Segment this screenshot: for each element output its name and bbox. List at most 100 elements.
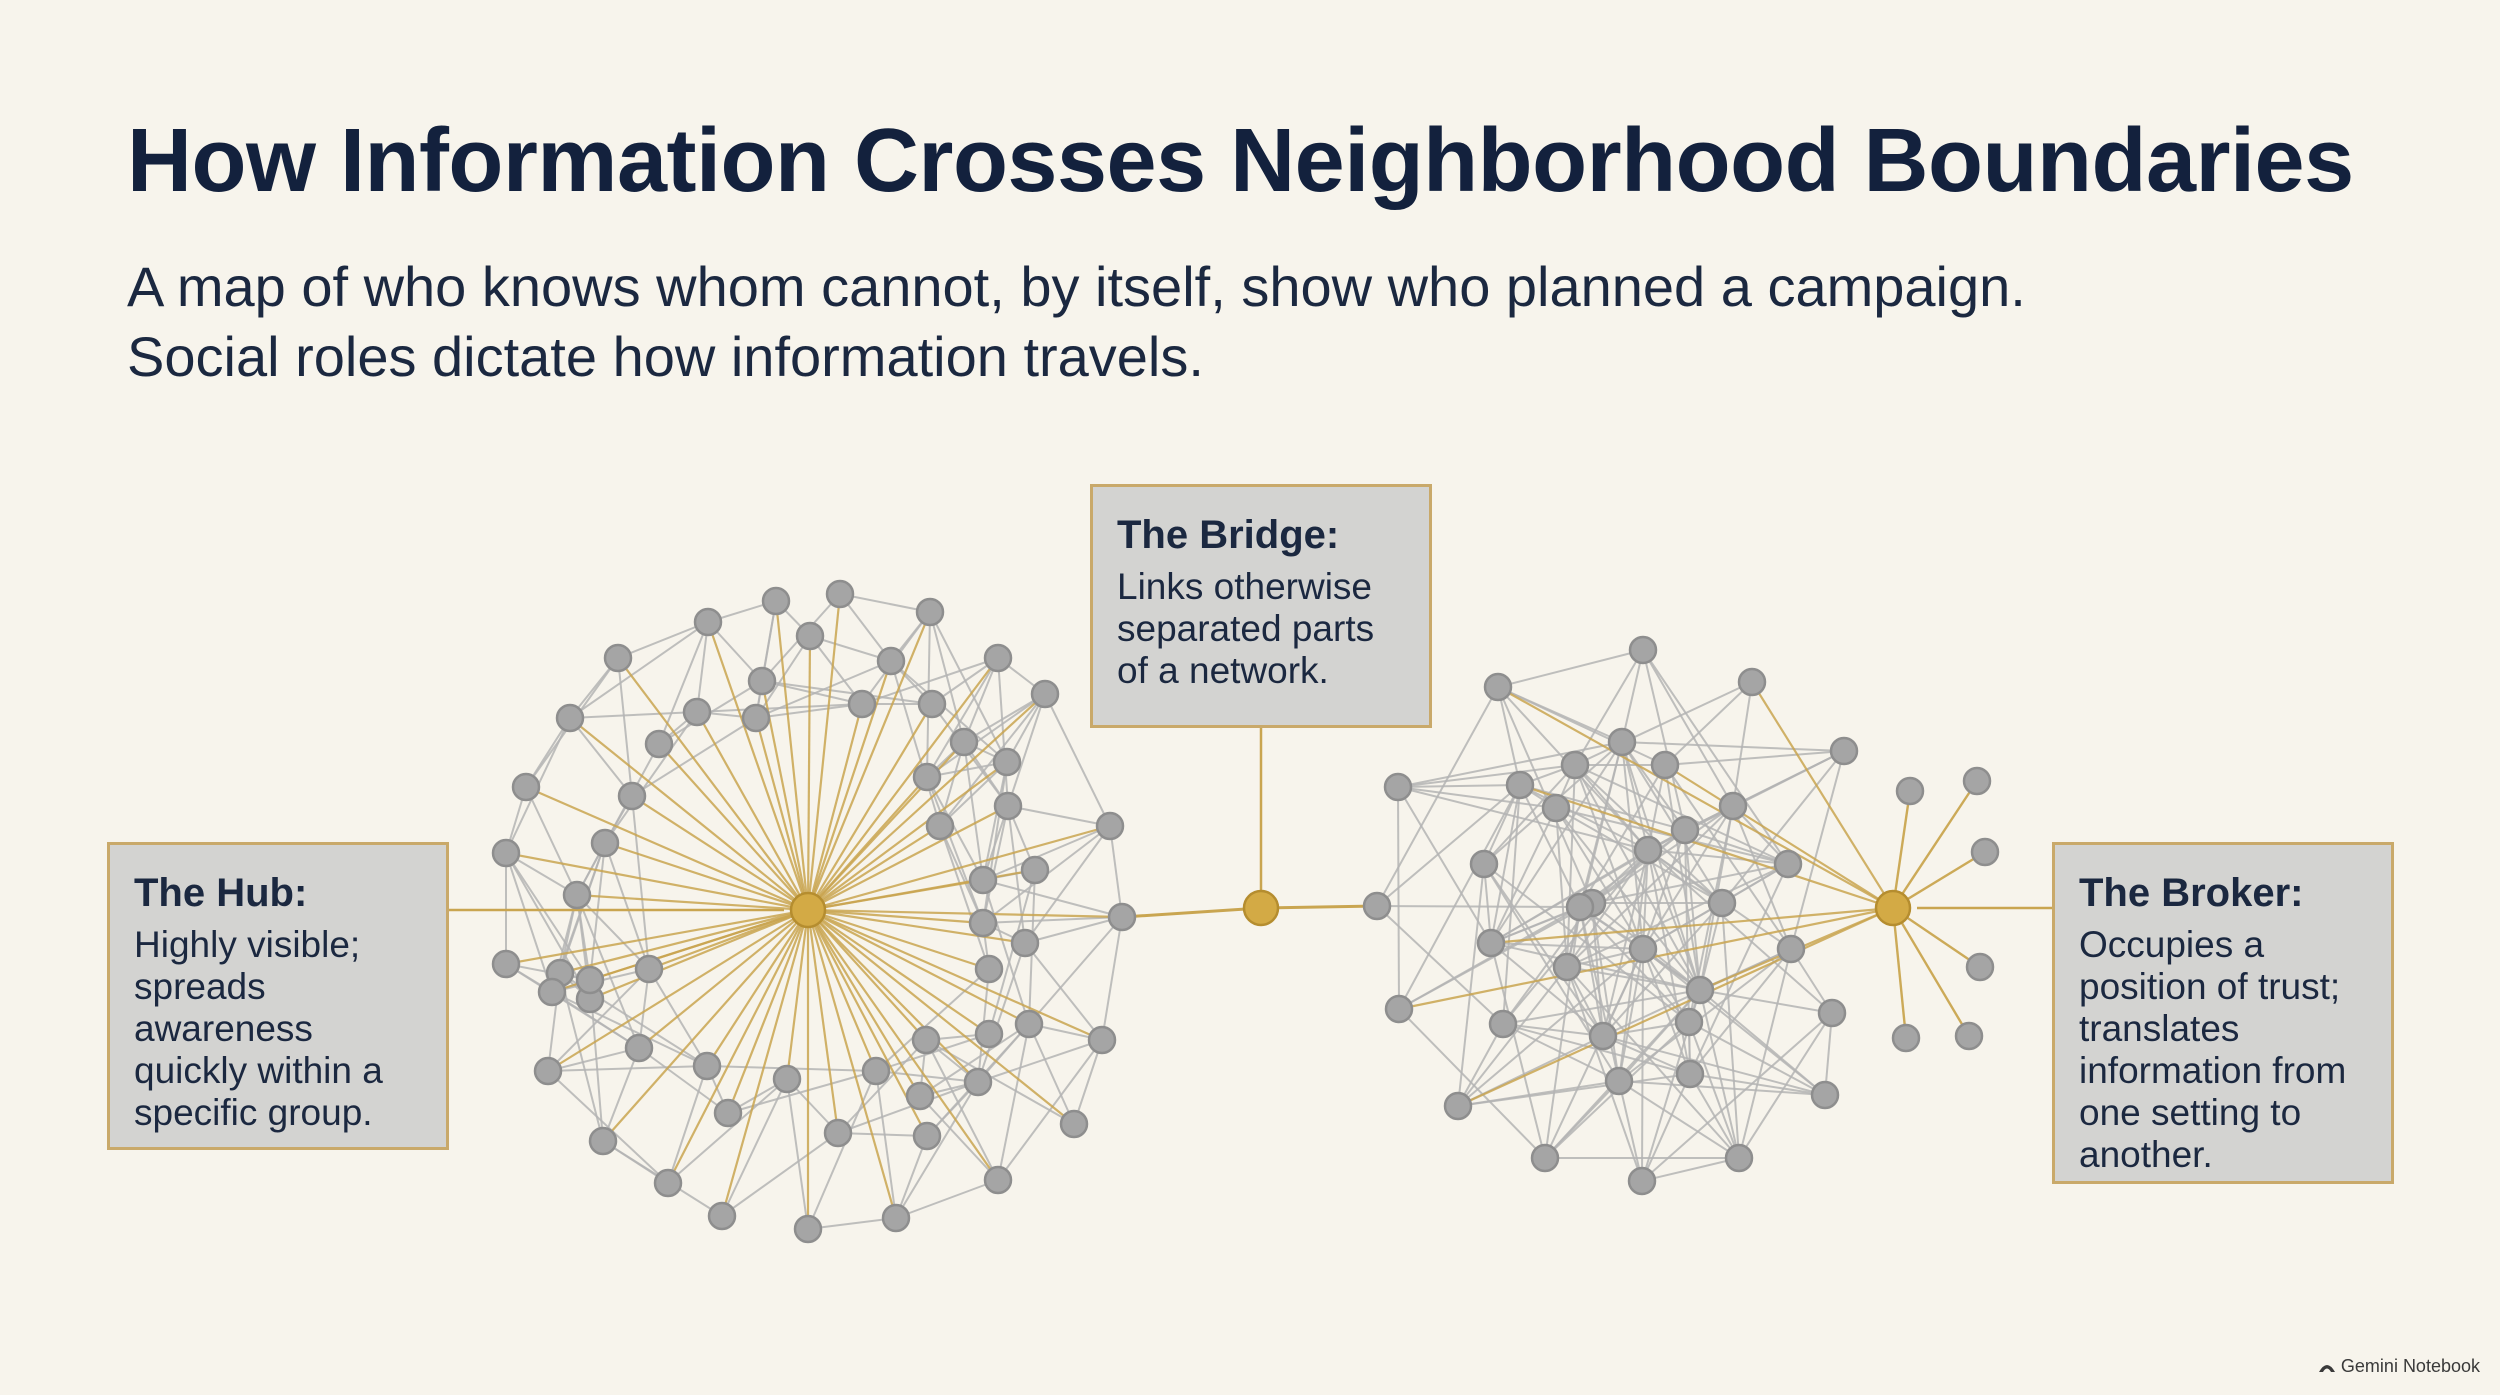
hub-edge <box>658 743 809 911</box>
network-node <box>1010 928 1040 958</box>
network-edge <box>1101 916 1123 1041</box>
network-edge <box>1689 863 1789 1075</box>
broker-edge <box>1891 907 1971 1037</box>
network-node <box>692 1051 722 1081</box>
hub-edge <box>726 909 810 1114</box>
network-edge <box>1642 649 1789 865</box>
network-edge <box>1574 681 1753 766</box>
broker-callout-line: position of trust; <box>2079 966 2341 1007</box>
network-edge <box>1397 786 1649 851</box>
network-edge <box>1497 686 1521 786</box>
network-edge <box>1109 825 1123 918</box>
network-edge <box>1483 764 1576 865</box>
network-edge <box>1738 1012 1833 1159</box>
network-edge <box>963 693 1046 743</box>
hub-edge <box>785 909 810 1080</box>
network-edge <box>926 693 1046 778</box>
hub-callout-body: Highly visible; spreads awareness quickl… <box>134 924 422 1134</box>
network-edge <box>617 657 633 797</box>
network-edge <box>667 1078 788 1184</box>
network-node <box>1970 837 2000 867</box>
bridge-callout-title: The Bridge: <box>1117 513 1340 557</box>
network-node <box>1891 1023 1921 1053</box>
network-edge <box>1699 902 1723 991</box>
nodes <box>491 579 2000 1244</box>
network-node <box>1650 750 1680 780</box>
network-node <box>588 1126 618 1156</box>
hub-edge <box>525 785 809 912</box>
network-edge <box>1721 750 1845 904</box>
bridge-node <box>1242 889 1280 927</box>
network-edge <box>1732 681 1753 807</box>
network-edge <box>807 1070 877 1230</box>
hub-callout-line: Highly visible; <box>134 924 361 965</box>
broker-edge <box>1891 907 1908 1039</box>
network-edge <box>1699 989 1833 1014</box>
network-node <box>983 1165 1013 1195</box>
network-edge <box>1457 863 1485 1107</box>
network-node <box>491 838 521 868</box>
network-edge <box>604 842 650 970</box>
network-edge <box>1490 942 1604 1037</box>
network-node <box>1560 750 1590 780</box>
network-edge <box>604 711 698 844</box>
network-edge <box>525 786 578 896</box>
page-title: How Information Crosses Neighborhood Bou… <box>127 111 2354 211</box>
broker-edge <box>1664 764 1894 909</box>
hub-edge <box>696 711 809 911</box>
network-edge <box>1621 741 1845 752</box>
network-node <box>881 1203 911 1233</box>
network-node <box>1530 1143 1560 1173</box>
gemini-logo-icon <box>2318 1364 2335 1372</box>
network-node <box>1095 811 1125 841</box>
network-node <box>1565 892 1595 922</box>
hub-edge <box>589 908 809 982</box>
network-edge <box>569 711 698 719</box>
network-edge <box>721 1078 788 1217</box>
network-node <box>1674 1007 1704 1037</box>
broker-callout: The Broker: Occupies a position of trust… <box>2052 842 2394 1184</box>
network-node <box>983 643 1013 673</box>
network-edge <box>547 1047 640 1072</box>
hub-edge <box>569 717 809 911</box>
hub-edge <box>547 909 809 1072</box>
subtitle: A map of who knows whom cannot, by itsel… <box>127 252 2377 392</box>
network-node <box>968 908 998 938</box>
network-node <box>1628 635 1658 665</box>
hub-edge <box>807 824 1111 912</box>
network-edge <box>1007 805 1111 827</box>
network-node <box>1724 1143 1754 1173</box>
network-node <box>1014 1009 1044 1039</box>
network-node <box>1604 1066 1634 1096</box>
network-edge <box>1502 1023 1620 1082</box>
network-edge <box>982 879 1123 918</box>
broker-edge <box>1519 783 1894 910</box>
bridge-edge <box>1122 906 1262 919</box>
network-edge <box>926 657 999 778</box>
network-edge <box>1641 1012 1833 1182</box>
network-edge <box>977 942 1026 1083</box>
hub-edge <box>807 909 921 1097</box>
network-node <box>974 954 1004 984</box>
network-edge <box>1641 1073 1691 1182</box>
bridge-callout-line: of a network. <box>1117 650 1329 691</box>
hub-edge <box>806 611 932 911</box>
network-node <box>761 586 791 616</box>
network-node <box>533 1056 563 1086</box>
hub-edge <box>807 693 1046 911</box>
broker-callout-line: Occupies a <box>2079 924 2265 965</box>
network-edge <box>617 621 709 659</box>
network-edge <box>1457 1023 1504 1107</box>
broker-callout-title: The Broker: <box>2079 871 2304 915</box>
network-node <box>1469 849 1499 879</box>
network-edge <box>1497 686 1666 766</box>
network-edge <box>1497 649 1644 688</box>
network-edge <box>1519 784 1649 851</box>
network-edge <box>1642 649 1734 807</box>
callout-connectors <box>449 728 2052 912</box>
network-edge <box>929 611 1008 763</box>
network-node <box>793 1214 823 1244</box>
network-edge <box>963 741 984 881</box>
network-edge <box>1618 1080 1740 1159</box>
network-node <box>707 1201 737 1231</box>
